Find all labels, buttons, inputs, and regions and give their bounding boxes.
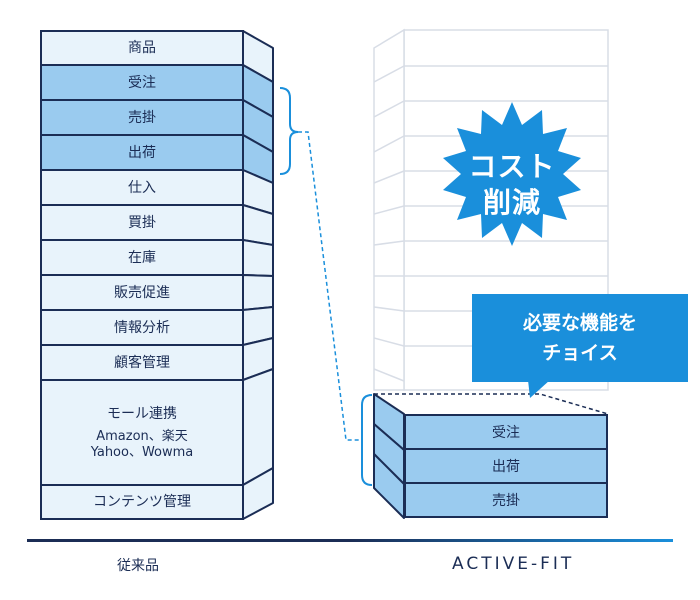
activefit-block-order: 受注 (404, 414, 608, 450)
legacy-block-receivable: 売掛 (40, 99, 244, 136)
activefit-block-receivable: 売掛 (404, 482, 608, 518)
block-label: 出荷 (492, 459, 520, 475)
burst-line-2: 削減 (482, 186, 541, 219)
legacy-block-payable: 買掛 (40, 204, 244, 241)
starburst-icon (443, 102, 581, 246)
block-label: 売掛 (128, 109, 156, 126)
legacy-block-inventory: 在庫 (40, 239, 244, 276)
activefit-logo: ACTIVE-FIT (452, 554, 575, 574)
bubble-line-2: チョイス (542, 342, 618, 364)
legacy-block-mall: モール連携 Amazon、楽天 Yahoo、Wowma (40, 379, 244, 486)
burst-line-1: コスト (468, 150, 556, 183)
block-label: 仕入 (128, 179, 156, 196)
cost-reduction-badge: コスト 削減 (432, 130, 592, 240)
block-label: 受注 (492, 425, 520, 441)
block-label: 売掛 (492, 493, 520, 509)
legacy-block-product: 商品 (40, 30, 244, 66)
block-label: 受注 (128, 74, 156, 91)
mall-label: モール連携 (107, 405, 177, 422)
legacy-block-content: コンテンツ管理 (40, 484, 244, 520)
bubble-line-1: 必要な機能を (522, 312, 637, 334)
legacy-block-customer: 顧客管理 (40, 344, 244, 381)
legacy-block-purchase: 仕入 (40, 169, 244, 206)
mall-sub-1: Amazon、楽天 (96, 428, 188, 444)
block-label: 情報分析 (114, 319, 170, 336)
block-label: 販売促進 (114, 284, 170, 301)
choice-bubble: 必要な機能を チョイス (472, 294, 688, 382)
legacy-caption: 従来品 (117, 558, 159, 574)
block-label: 顧客管理 (114, 354, 170, 371)
block-label: 出荷 (128, 144, 156, 161)
block-label: 商品 (128, 40, 156, 56)
block-label: 在庫 (128, 249, 156, 266)
mall-sub-2: Yahoo、Wowma (90, 444, 194, 460)
block-label: コンテンツ管理 (93, 494, 191, 510)
block-label: 買掛 (128, 214, 156, 231)
